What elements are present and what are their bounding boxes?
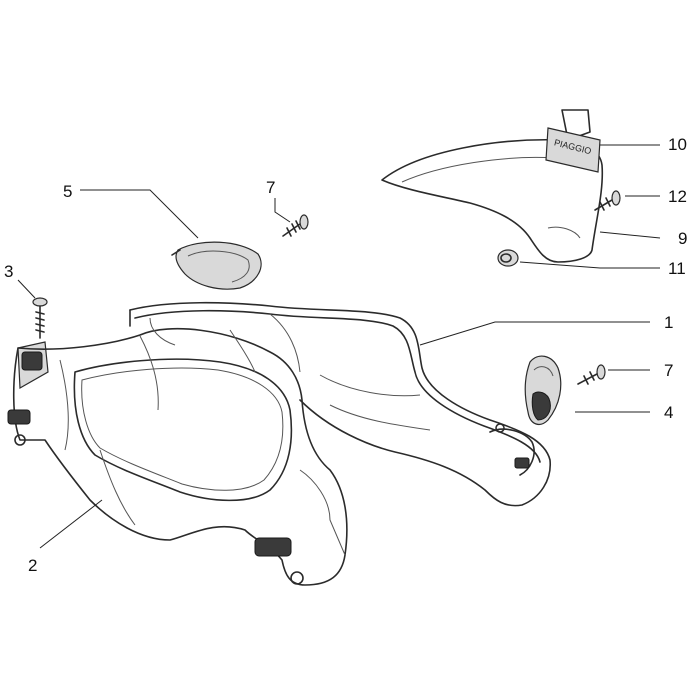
part-9-top-cover [381,138,604,263]
part-12-screw [594,190,621,211]
callout-labels: 1 2 3 4 5 7 7 9 10 11 12 [4,135,687,575]
part-11-grommet [497,249,519,267]
part-5-small-cover [171,241,262,290]
callout-7-upper: 7 [266,178,275,197]
callout-12: 12 [668,187,687,206]
part-10-logo-badge: PIAGGIO [545,109,601,173]
callout-2: 2 [28,556,37,575]
callout-7-right: 7 [664,361,673,380]
callout-10: 10 [668,135,687,154]
part-2-handlebar-lower-cover [7,327,348,586]
part-4-switch [524,355,562,426]
callout-3: 3 [4,262,13,281]
part-7-screw-upper [282,214,309,237]
part-3-screw [32,297,48,339]
part-7-screw-right [577,364,606,385]
callout-1: 1 [664,313,673,332]
leader-lines [17,144,661,549]
callout-11: 11 [668,259,686,278]
callout-5: 5 [63,182,72,201]
part-1-handlebar-upper-cover [129,301,551,507]
callout-9: 9 [678,229,687,248]
callout-4: 4 [664,403,673,422]
